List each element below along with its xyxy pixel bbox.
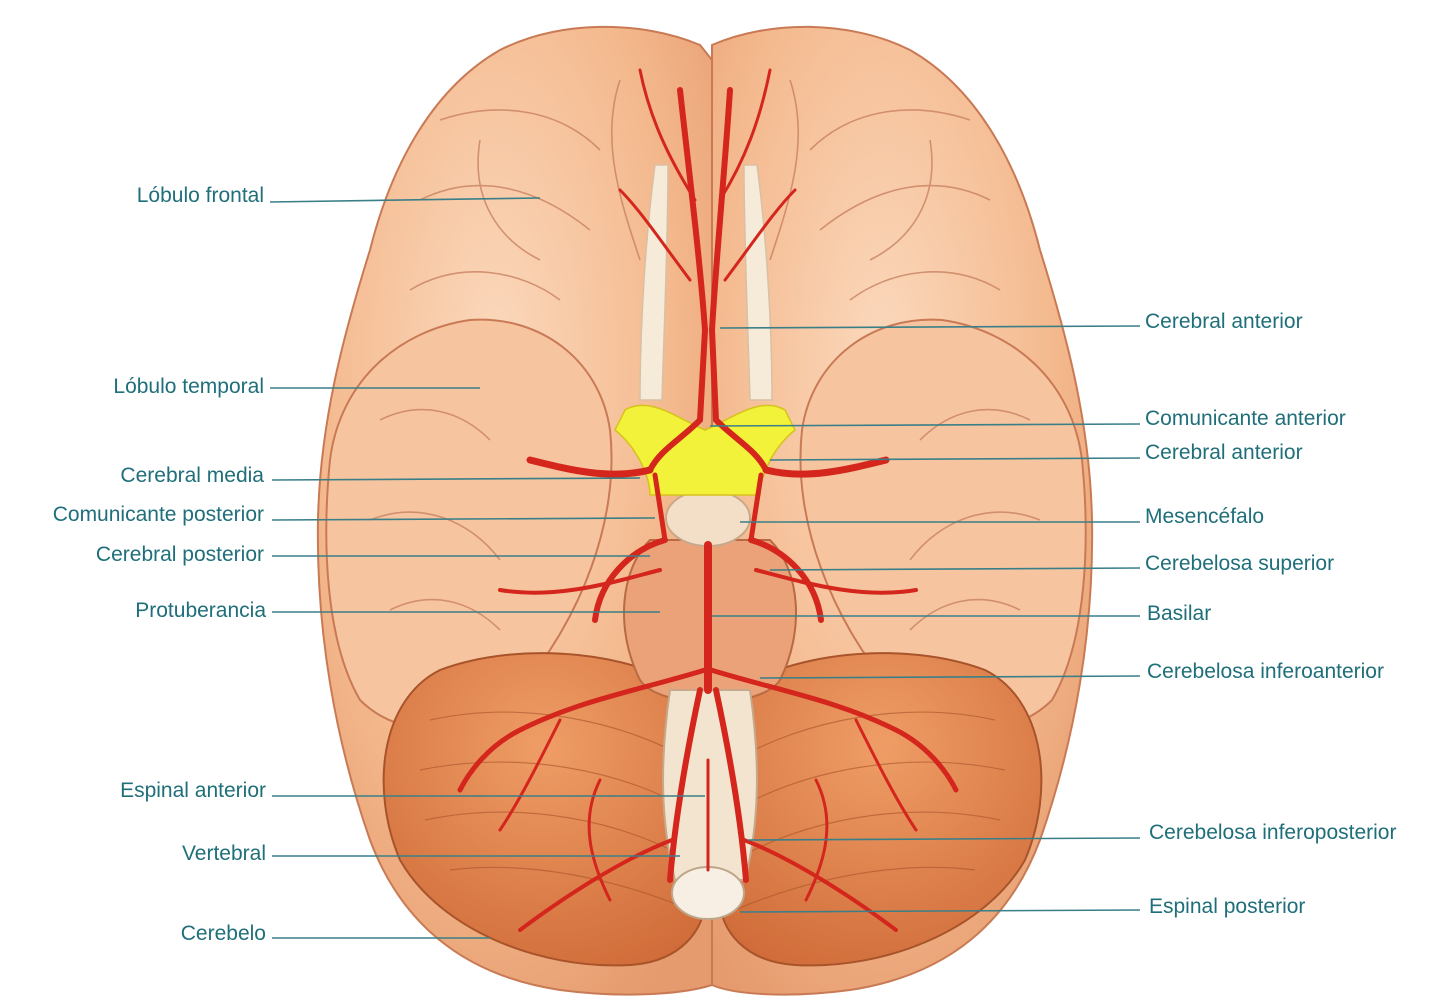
label-basilar: Basilar	[1147, 602, 1212, 625]
label-protuberancia: Protuberancia	[135, 599, 266, 622]
label-lobulo-temporal: Lóbulo temporal	[113, 375, 264, 398]
label-cerebral-posterior: Cerebral posterior	[95, 543, 264, 566]
leader-cerebral-anterior-2	[769, 457, 1141, 461]
optic-chiasm	[614, 404, 796, 496]
label-cerebral-media: Cerebral media	[120, 464, 264, 487]
label-cerebelo: Cerebelo	[180, 922, 266, 945]
leader-cerebral-anterior-1	[719, 325, 1141, 329]
cerebellum	[382, 652, 1043, 967]
leader-lobulo-frontal	[269, 197, 541, 203]
label-cerebelosa-superior: Cerebelosa superior	[1145, 552, 1335, 575]
left-temporal-lobe	[325, 318, 613, 730]
label-comunicante-posterior: Comunicante posterior	[52, 503, 264, 526]
label-comunicante-anterior: Comunicante anterior	[1145, 407, 1346, 430]
label-espinal-posterior: Espinal posterior	[1149, 895, 1306, 918]
label-mesencefalo: Mesencéfalo	[1145, 505, 1265, 528]
leader-comunicante-posterior	[271, 517, 656, 521]
label-vertebral: Vertebral	[181, 842, 266, 865]
arterial-circle	[457, 68, 959, 932]
label-cerebelosa-inferoanterior: Cerebelosa inferoanterior	[1147, 660, 1384, 683]
spinal-cord-section	[671, 866, 745, 920]
label-cerebral-anterior-1: Cerebral anterior	[1145, 310, 1303, 333]
cranial-nerves	[639, 164, 773, 401]
leader-cerebelosa-inferoanterior	[759, 675, 1141, 679]
mesencephalon	[665, 489, 751, 547]
leader-espinal-posterior	[739, 909, 1141, 913]
leader-cerebelosa-superior	[769, 567, 1141, 571]
leader-comunicante-anterior	[709, 423, 1141, 427]
label-cerebral-anterior-2: Cerebral anterior	[1145, 441, 1303, 464]
label-espinal-anterior: Espinal anterior	[120, 779, 266, 802]
leader-lines	[269, 197, 1141, 939]
leader-cerebelosa-inferoposterior	[747, 837, 1141, 841]
label-lobulo-frontal: Lóbulo frontal	[136, 184, 264, 207]
label-cerebelosa-inferoposterior: Cerebelosa inferoposterior	[1149, 821, 1397, 844]
leader-cerebral-media	[271, 477, 641, 481]
